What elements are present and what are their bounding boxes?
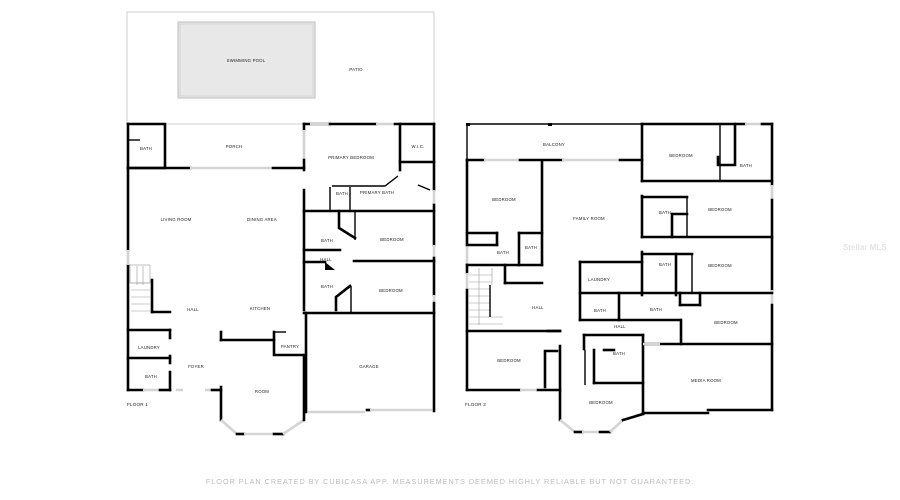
f1-primary-bedroom-label: PRIMARY BEDROOM [328, 155, 374, 160]
f2-media-room-label: MEDIA ROOM [691, 378, 721, 383]
floor-1-plan: BATH PORCH PRIMARY BEDROOM W.I.C. BATH P… [126, 122, 436, 436]
f2-bath-left-b-label: BATH [525, 245, 537, 250]
f1-bath-primary-small-label: BATH [336, 191, 348, 196]
floor-2-plan: BALCONY BEDROOM BATH BEDROOM FAMILY ROOM… [465, 122, 774, 434]
f1-bath-bottom-label: BATH [145, 374, 157, 379]
f1-bedroom-lower-label: BEDROOM [379, 288, 403, 293]
f2-bath-r3-label: BATH [659, 262, 671, 267]
f1-laundry-label: LAUNDRY [138, 345, 160, 350]
f2-bath-top-right-label: BATH [740, 163, 752, 168]
watermark-logo: Stellar MLS [843, 243, 887, 252]
f1-foyer-label: FOYER [188, 364, 204, 369]
footer-disclaimer: FLOOR PLAN CREATED BY CUBICASA APP. MEAS… [205, 477, 695, 486]
f2-bedroom-r2-label: BEDROOM [708, 207, 732, 212]
f1-bath-top-label: BATH [140, 146, 152, 151]
f2-bath-center-b-label: BATH [650, 307, 662, 312]
floor-2-label: FLOOR 2 [465, 402, 486, 407]
f1-bath-lower-label: BATH [321, 284, 333, 289]
f1-hall-right-label: HALL [320, 257, 332, 262]
outdoor-area: SWIMMING POOL PATIO [126, 11, 435, 125]
f2-laundry-label: LAUNDRY [588, 277, 610, 282]
f1-hall-label: HALL [187, 307, 199, 312]
f1-room-label: ROOM [255, 389, 269, 394]
patio-outline [126, 11, 435, 125]
f1-living-room-label: LIVING ROOM [161, 217, 192, 222]
f2-bedroom-r4-label: BEDROOM [714, 320, 738, 325]
f1-garage-label: GARAGE [359, 364, 379, 369]
f2-hall-center-label: HALL [614, 324, 626, 329]
f2-bedroom-bottom-label: BEDROOM [589, 400, 613, 405]
f1-porch-label: PORCH [226, 144, 243, 149]
f1-dining-area-label: DINING AREA [247, 217, 277, 222]
f1-bath-mid-label: BATH [321, 238, 333, 243]
swimming-pool [177, 21, 316, 99]
f1-pantry-label: PANTRY [281, 344, 299, 349]
f2-bath-r2-label: BATH [659, 210, 671, 215]
f2-family-room-label: FAMILY ROOM [573, 216, 605, 221]
f2-bedroom-bottom-left-label: BEDROOM [497, 358, 521, 363]
f2-bath-bottom-label: BATH [613, 351, 625, 356]
patio-label: PATIO [349, 67, 363, 72]
f2-hall-left-label: HALL [532, 305, 544, 310]
pool-label: SWIMMING POOL [227, 58, 266, 63]
f1-wic-label: W.I.C. [412, 144, 425, 149]
f1-bedroom-mid-label: BEDROOM [380, 237, 404, 242]
f2-bath-center-a-label: BATH [594, 308, 606, 313]
f1-primary-bath-label: PRIMARY BATH [360, 190, 394, 195]
f2-bedroom-top-right-label: BEDROOM [669, 153, 693, 158]
f2-bath-left-a-label: BATH [497, 250, 509, 255]
floor-1-label: FLOOR 1 [127, 402, 148, 407]
f1-kitchen-label: KITCHEN [250, 306, 270, 311]
f2-balcony-label: BALCONY [543, 142, 565, 147]
f2-bedroom-r3-label: BEDROOM [708, 263, 732, 268]
f2-bedroom-left-label: BEDROOM [492, 197, 516, 202]
